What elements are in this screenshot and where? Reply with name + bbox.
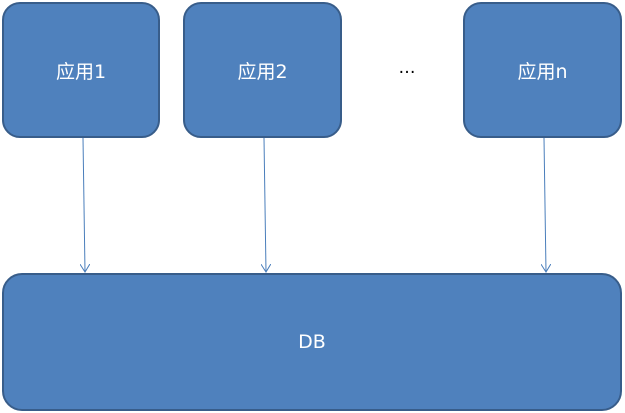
app-1-label: 应用1 (55, 60, 107, 83)
app-1-node: 应用1 (2, 2, 160, 138)
app-2-node: 应用2 (183, 2, 342, 138)
db-label: DB (298, 331, 326, 353)
app-2-label: 应用2 (237, 60, 288, 83)
app-n-node: 应用n (463, 2, 622, 138)
arrow-app1-to-db (83, 137, 85, 272)
arrow-appn-to-db (544, 137, 546, 272)
app-n-label: 应用n (517, 60, 568, 83)
ellipsis-text: … (398, 58, 416, 78)
arrow-app2-to-db (264, 137, 266, 272)
db-node: DB (2, 273, 622, 411)
